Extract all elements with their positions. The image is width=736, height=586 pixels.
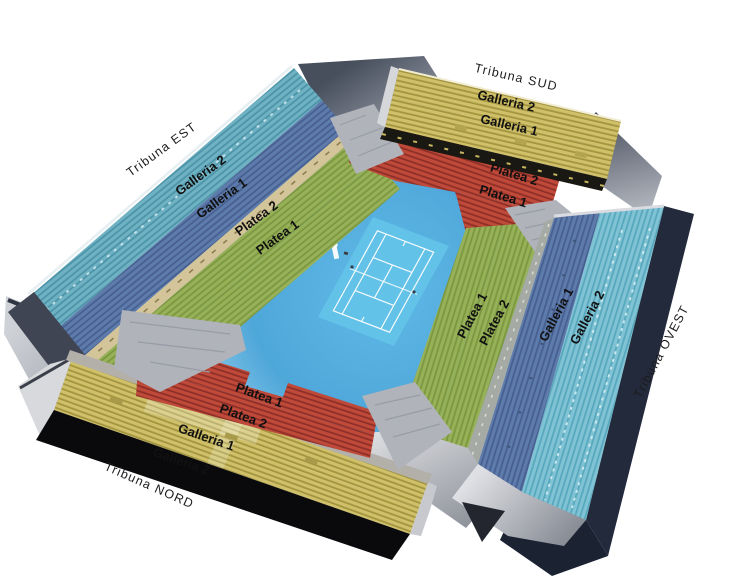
- section-sud-galleria-1[interactable]: [385, 98, 614, 179]
- nord-vomitory-mark: [109, 396, 124, 405]
- nord-left-cap: [18, 358, 72, 436]
- section-ovest-galleria-1[interactable]: [478, 212, 600, 492]
- section-ovest-platea-2[interactable]: [433, 222, 545, 448]
- sud-vomitory-mark: [454, 123, 468, 132]
- ovest-outer-shadow: [586, 206, 694, 556]
- ovest-walkway-dashes: [471, 223, 550, 457]
- est-stand-end-shadow: [8, 292, 86, 378]
- sud-vomitory-mark: [514, 137, 528, 146]
- sud-left-cap: [377, 66, 399, 127]
- net-post-icon: [412, 290, 416, 294]
- ovest-bottom-cap: [452, 464, 586, 546]
- ovest-cap-notch: [462, 502, 505, 542]
- nord-shadow: [36, 410, 410, 560]
- ovest-stand-rim: [553, 204, 665, 218]
- nord-right-cap: [410, 482, 437, 536]
- section-nord-platea-2[interactable]: [136, 367, 374, 458]
- section-est-galleria-1[interactable]: [58, 100, 347, 357]
- ovest-walkway: [468, 218, 554, 464]
- est-stand-rim: [27, 65, 293, 295]
- nord-left-cap-edge: [19, 356, 73, 390]
- nord-vomitory-mark: [304, 456, 319, 465]
- section-ovest-galleria-2[interactable]: [522, 206, 664, 520]
- est-teal-row-dashes: [45, 89, 301, 311]
- sud-vomitory-mark: [574, 150, 588, 159]
- net-post-icon: [350, 265, 354, 269]
- sud-wall-shadow: [380, 127, 607, 191]
- tennis-court: [318, 217, 449, 346]
- sud-stand-rim: [398, 68, 622, 122]
- section-sud-galleria-2[interactable]: [392, 69, 621, 150]
- section-nord-galleria-2[interactable]: [54, 384, 419, 534]
- stairs-wedge-sw: [114, 310, 246, 392]
- sud-wall-glints: [381, 133, 605, 187]
- ovest-teal-row-dashes: [544, 227, 651, 509]
- section-ovest-platea-1[interactable]: [398, 225, 505, 437]
- est-walkway: [83, 129, 355, 366]
- stairs-wedge-se: [362, 382, 452, 470]
- nord-vomitory-mark: [224, 432, 239, 441]
